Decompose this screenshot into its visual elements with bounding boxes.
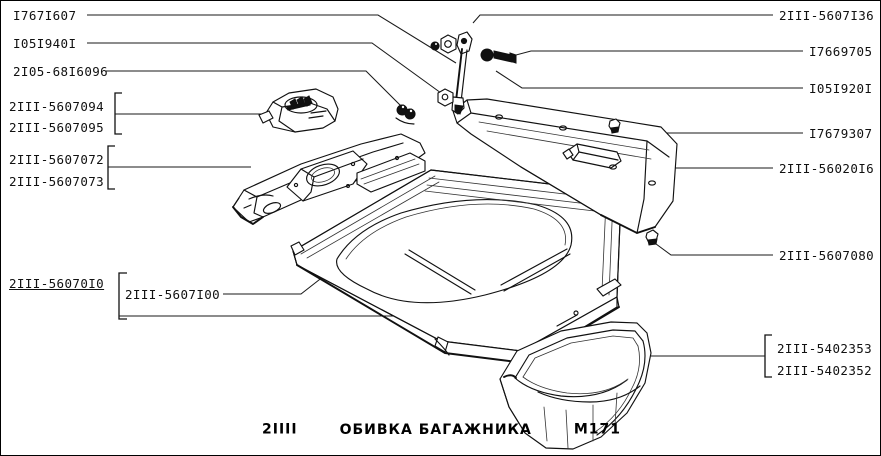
figure-code: 2IIII	[262, 421, 298, 438]
fastener-group	[395, 31, 659, 246]
part-number-label-group: 2III-56070I0	[9, 276, 105, 291]
part-number-label: 2III-5402353	[777, 341, 873, 356]
part-number-label: 2III-5607I36	[779, 8, 875, 23]
part-number-label: 2III-56020I6	[779, 161, 875, 176]
part-trunk-side-pocket	[499, 321, 652, 450]
part-side-trim-left	[232, 133, 426, 225]
plate-title: ОБИВКА БАГАЖНИКА	[339, 421, 532, 438]
part-number-label: I767I607	[13, 8, 77, 23]
part-number-label: I7679307	[809, 126, 873, 141]
part-number-label: 2III-5607073	[9, 174, 105, 189]
part-number-label: I05I920I	[809, 81, 873, 96]
part-vent-cover	[258, 88, 339, 133]
part-number-label: I7669705	[809, 44, 873, 59]
part-number-label: I05I940I	[13, 36, 77, 51]
sheet-number: M171	[573, 421, 621, 438]
part-rear-shelf-trim	[452, 98, 678, 234]
part-number-label: 2III-5607080	[779, 248, 875, 263]
part-number-label: 2III-5607094	[9, 99, 105, 114]
plate-caption: 2IIII ОБИВКА БАГАЖНИКА M171	[1, 419, 880, 438]
part-number-label: 2III-5607072	[9, 152, 105, 167]
part-number-label: 2III-5607095	[9, 120, 105, 135]
part-parcel-shelf	[290, 169, 622, 364]
part-number-label: 2I05-68I6096	[13, 64, 109, 79]
part-number-label: 2III-5607I00	[125, 287, 221, 302]
part-number-label: 2III-5402352	[777, 363, 873, 378]
